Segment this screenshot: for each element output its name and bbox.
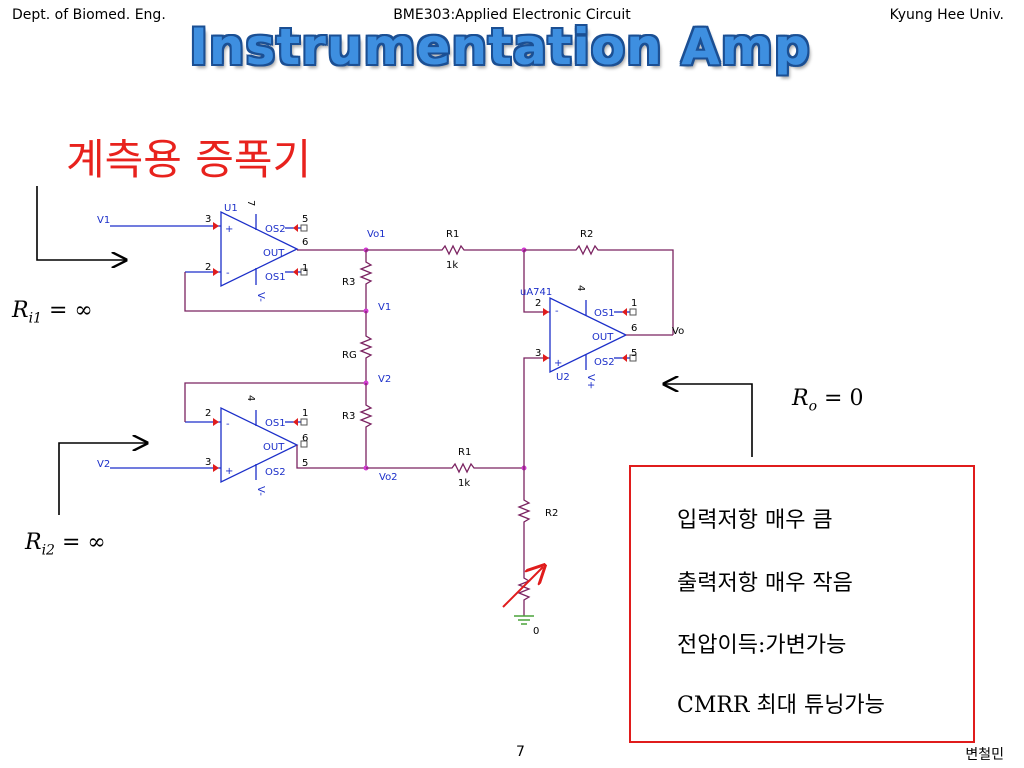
u2-vplus: V+ — [585, 374, 596, 389]
u1-os1: OS1 — [265, 272, 286, 283]
u3-pin4: 4 — [245, 395, 256, 401]
u2-pin1: 1 — [631, 298, 637, 309]
u2-minus: - — [555, 306, 559, 317]
u2-os2: OS2 — [594, 357, 615, 368]
u3-os2: OS2 — [265, 467, 286, 478]
u3-pin6: 6 — [302, 433, 308, 444]
opamp-u1 — [220, 210, 299, 288]
u2-pin2: 2 — [535, 298, 541, 309]
ground-label: 0 — [533, 626, 539, 637]
info-line-input-resistance: 입력저항 매우 큼 — [677, 508, 833, 533]
u2-pin6: 6 — [631, 323, 637, 334]
u1-pin1: 1 — [302, 263, 308, 274]
characteristics-box: 입력저항 매우 큼 출력저항 매우 작음 전압이득:가변가능 CMRR 최대 튜… — [629, 465, 975, 743]
output-resistance-ro: Ro = 0 — [792, 386, 864, 415]
u1-pin6: 6 — [302, 237, 308, 248]
resistor-r1a-label: R1 — [446, 229, 459, 240]
net-vo-output: Vo — [672, 326, 684, 337]
u2-os1: OS1 — [594, 308, 615, 319]
resistor-r2b-label: R2 — [545, 508, 558, 519]
resistor-r2a-label: R2 — [580, 229, 593, 240]
header-university: Kyung Hee Univ. — [889, 7, 1004, 23]
u1-input-v1: V1 — [97, 215, 110, 226]
author-name: 변철민 — [965, 747, 1004, 763]
resistor-r1b-value: 1k — [458, 478, 470, 489]
opamp-u3 — [220, 406, 299, 484]
ri1-pointer-arrow — [36, 186, 126, 260]
u1-os2: OS2 — [265, 224, 286, 235]
variable-resistor-arrow — [502, 567, 543, 608]
u1-label: U1 — [224, 203, 238, 214]
u3-out: OUT — [263, 442, 285, 453]
u2-pin5: 5 — [631, 348, 637, 359]
u1-out: OUT — [263, 248, 285, 259]
u3-input-v2: V2 — [97, 459, 110, 470]
u3-vminus: V- — [255, 486, 266, 496]
u3-os1: OS1 — [265, 418, 286, 429]
u2-part-number: uA741 — [520, 287, 552, 298]
u2-label: U2 — [556, 372, 570, 383]
u1-pin3: 3 — [205, 214, 211, 225]
resistor-r3a-label: R3 — [342, 277, 355, 288]
resistor-r1a-value: 1k — [446, 260, 458, 271]
slide-subtitle-korean: 계측용 증폭기 — [66, 135, 312, 184]
u3-pin1: 1 — [302, 408, 308, 419]
u1-pin5: 5 — [302, 214, 308, 225]
resistor-rg-label: RG — [342, 350, 357, 361]
ri2-pointer-arrow — [58, 443, 147, 515]
slide-title: Instrumentation Amp — [189, 18, 811, 76]
u3-pin3: 3 — [205, 457, 211, 468]
u1-vminus: V- — [255, 292, 266, 302]
u3-minus: - — [226, 419, 230, 430]
u2-plus: + — [554, 358, 562, 369]
input-resistance-ri2: Ri2 = ∞ — [25, 530, 106, 559]
net-v1-node: V1 — [378, 302, 391, 313]
opamp-u2 — [549, 296, 628, 374]
net-vo1: Vo1 — [367, 229, 386, 240]
input-resistance-ri1: Ri1 = ∞ — [12, 298, 93, 327]
resistor-r3b-label: R3 — [342, 411, 355, 422]
u1-pin2: 2 — [205, 262, 211, 273]
info-line-voltage-gain: 전압이득:가변가능 — [677, 633, 847, 658]
u1-pin7: 7 — [245, 200, 256, 206]
u3-pin5: 5 — [302, 458, 308, 469]
u3-plus: + — [225, 466, 233, 477]
u1-minus: - — [226, 268, 230, 279]
resistor-r1b-label: R1 — [458, 447, 471, 458]
net-vo2: Vo2 — [379, 472, 398, 483]
page-number: 7 — [516, 744, 525, 760]
net-v2-node: V2 — [378, 374, 391, 385]
u2-pin3: 3 — [535, 348, 541, 359]
u2-out: OUT — [592, 332, 614, 343]
u2-pin4: 4 — [575, 285, 586, 291]
header-course: BME303:Applied Electronic Circuit — [393, 7, 631, 23]
u1-plus: + — [225, 224, 233, 235]
info-line-cmrr: CMRR 최대 튜닝가능 — [677, 693, 885, 718]
header-department: Dept. of Biomed. Eng. — [12, 7, 166, 23]
u3-pin2: 2 — [205, 408, 211, 419]
ro-pointer-arrow — [664, 384, 753, 457]
info-line-output-resistance: 출력저항 매우 작음 — [677, 571, 853, 596]
